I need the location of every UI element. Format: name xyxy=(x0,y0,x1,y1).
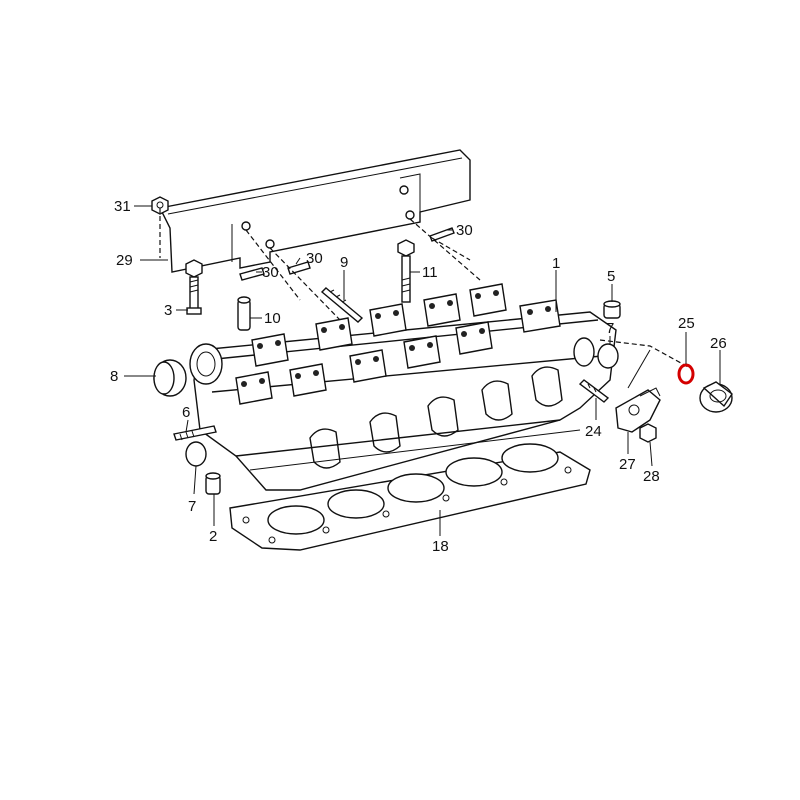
head-gasket-part-18[interactable] xyxy=(229,443,591,551)
callout-2: 2 xyxy=(209,528,217,545)
callout-25: 25 xyxy=(678,315,695,332)
cap-part-5[interactable] xyxy=(603,300,621,319)
seal-ring-part-25[interactable] xyxy=(677,363,695,385)
stud-part-30-a[interactable] xyxy=(429,227,455,242)
plug-part-7-right[interactable] xyxy=(597,343,619,369)
stud-part-30-b[interactable] xyxy=(287,261,311,275)
callout-7-right: 7 xyxy=(606,320,614,337)
callout-7-left: 7 xyxy=(188,498,196,515)
callout-31: 31 xyxy=(114,198,131,215)
stud-part-24[interactable] xyxy=(578,379,610,403)
bracket-part-27[interactable] xyxy=(615,387,661,433)
callout-30-c: 30 xyxy=(262,264,279,281)
callout-27: 27 xyxy=(619,456,636,473)
callout-30-a: 30 xyxy=(456,222,473,239)
stud-part-30-c[interactable] xyxy=(239,267,265,281)
nut-part-28[interactable] xyxy=(639,423,657,443)
callout-11: 11 xyxy=(422,264,438,281)
callout-30-b: 30 xyxy=(306,250,323,267)
callout-18: 18 xyxy=(432,538,449,555)
callout-10: 10 xyxy=(264,310,281,327)
callout-6: 6 xyxy=(182,404,190,421)
bolt-part-3[interactable] xyxy=(185,259,203,315)
callout-26: 26 xyxy=(710,335,727,352)
seal-part-8[interactable] xyxy=(153,359,187,397)
callout-3: 3 xyxy=(164,302,172,319)
callout-24: 24 xyxy=(585,423,602,440)
callout-29: 29 xyxy=(116,252,133,269)
leader-lines xyxy=(124,205,721,536)
guide-part-10[interactable] xyxy=(237,296,251,331)
stud-part-9[interactable] xyxy=(320,287,364,323)
callout-1: 1 xyxy=(552,255,560,272)
cylinder-head-part-1[interactable] xyxy=(189,283,617,491)
callout-28: 28 xyxy=(643,468,660,485)
stud-part-6[interactable] xyxy=(173,425,217,441)
sleeve-part-2[interactable] xyxy=(205,472,221,495)
callout-5: 5 xyxy=(607,268,615,285)
callout-8: 8 xyxy=(110,368,118,385)
plug-part-26[interactable] xyxy=(699,381,733,413)
callout-9: 9 xyxy=(340,254,348,271)
bolt-part-11[interactable] xyxy=(397,239,415,303)
plug-part-7-left[interactable] xyxy=(185,441,207,467)
nut-part-31[interactable] xyxy=(151,196,169,215)
